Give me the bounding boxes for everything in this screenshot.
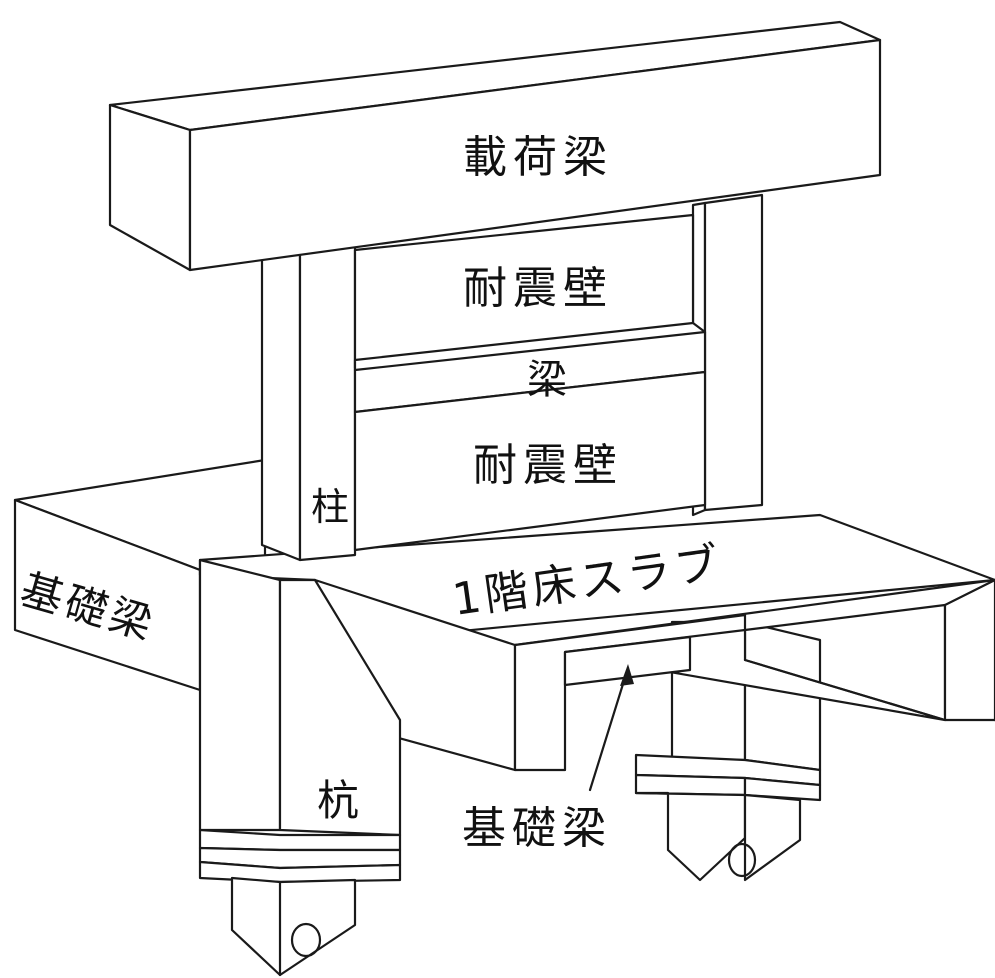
shear-wall-lower	[353, 370, 707, 552]
label-loading-beam: 載荷梁	[463, 132, 613, 183]
label-foundation-beam-bottom: 基礎梁	[462, 803, 612, 854]
middle-beam	[353, 321, 707, 414]
loading-beam	[108, 20, 882, 272]
label-pile: 杭	[317, 776, 359, 825]
foundation-beam-arrow	[588, 664, 634, 792]
label-shear-wall-lower: 耐震壁	[473, 440, 623, 491]
label-beam: 梁	[527, 357, 567, 403]
right-pile	[634, 620, 822, 882]
left-column	[260, 243, 357, 562]
left-pile	[198, 558, 402, 977]
label-shear-wall-upper: 耐震壁	[463, 263, 613, 314]
label-column: 柱	[311, 485, 349, 529]
